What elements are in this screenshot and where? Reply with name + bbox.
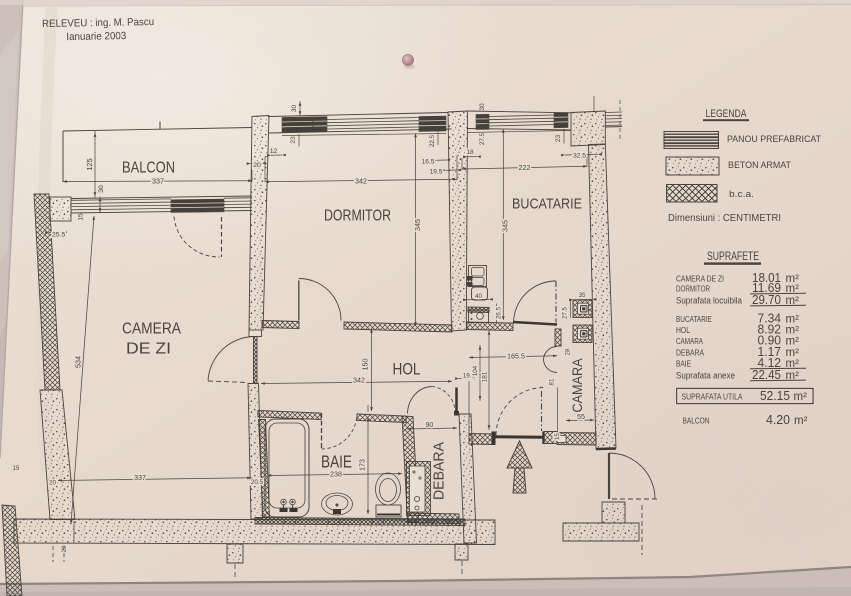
svg-text:222: 222 bbox=[519, 163, 531, 172]
svg-text:m²: m² bbox=[786, 325, 800, 337]
svg-text:BETON ARMAT: BETON ARMAT bbox=[728, 160, 791, 171]
svg-text:BUCATARIE: BUCATARIE bbox=[676, 315, 712, 324]
svg-text:DEBARA: DEBARA bbox=[676, 348, 704, 357]
svg-text:CAMERA: CAMERA bbox=[122, 321, 181, 338]
svg-text:20: 20 bbox=[253, 162, 261, 169]
svg-text:Suprafata anexe: Suprafata anexe bbox=[676, 370, 735, 380]
svg-text:LEGENDA: LEGENDA bbox=[706, 108, 748, 120]
svg-text:8.92: 8.92 bbox=[758, 322, 782, 337]
svg-text:337: 337 bbox=[134, 473, 146, 482]
svg-text:7.34: 7.34 bbox=[758, 311, 782, 326]
svg-text:104: 104 bbox=[472, 365, 479, 376]
svg-text:165.5: 165.5 bbox=[507, 352, 525, 361]
svg-text:Ianuarie 2003: Ianuarie 2003 bbox=[66, 30, 126, 43]
svg-text:337: 337 bbox=[152, 177, 164, 186]
svg-text:30: 30 bbox=[291, 105, 298, 113]
svg-text:BUCATARIE: BUCATARIE bbox=[512, 197, 582, 213]
svg-text:Suprafata locuibila: Suprafata locuibila bbox=[676, 296, 742, 306]
svg-text:m²: m² bbox=[786, 336, 800, 348]
svg-text:PANOU PREFABRICAT: PANOU PREFABRICAT bbox=[727, 134, 821, 145]
svg-text:15: 15 bbox=[554, 433, 561, 440]
svg-text:534: 534 bbox=[74, 356, 83, 368]
svg-text:40: 40 bbox=[475, 293, 483, 300]
svg-text:11.69: 11.69 bbox=[752, 280, 781, 295]
svg-text:28: 28 bbox=[565, 348, 572, 356]
svg-text:m²: m² bbox=[794, 391, 808, 403]
svg-text:BAIE: BAIE bbox=[676, 359, 691, 368]
svg-text:81: 81 bbox=[549, 378, 556, 386]
svg-text:181: 181 bbox=[482, 371, 489, 382]
svg-text:22.45: 22.45 bbox=[752, 367, 781, 382]
svg-text:m²: m² bbox=[786, 370, 800, 382]
svg-text:b.c.a.: b.c.a. bbox=[729, 189, 754, 200]
svg-text:55: 55 bbox=[577, 412, 585, 421]
svg-text:m²: m² bbox=[786, 358, 800, 370]
svg-text:4.12: 4.12 bbox=[758, 355, 782, 370]
svg-text:m²: m² bbox=[786, 314, 800, 326]
svg-text:15: 15 bbox=[78, 213, 85, 221]
svg-text:0.90: 0.90 bbox=[758, 333, 782, 348]
svg-text:DORMITOR: DORMITOR bbox=[324, 208, 391, 225]
svg-text:HOL: HOL bbox=[676, 326, 690, 335]
svg-text:m²: m² bbox=[786, 295, 800, 307]
svg-text:345: 345 bbox=[501, 220, 510, 232]
svg-text:23: 23 bbox=[290, 136, 297, 144]
svg-text:SUPRAFETE: SUPRAFETE bbox=[707, 251, 759, 263]
svg-text:90: 90 bbox=[426, 422, 434, 429]
svg-text:m²: m² bbox=[786, 283, 800, 295]
svg-text:CAMARA: CAMARA bbox=[570, 359, 585, 413]
svg-text:22.5: 22.5 bbox=[429, 134, 436, 147]
svg-text:20.5: 20.5 bbox=[251, 479, 264, 486]
svg-text:342: 342 bbox=[355, 177, 367, 186]
svg-text:DORMITOR: DORMITOR bbox=[676, 285, 710, 294]
svg-text:12: 12 bbox=[270, 148, 278, 155]
svg-text:SUPRAFATA UTILA: SUPRAFATA UTILA bbox=[682, 392, 743, 401]
svg-text:29.70: 29.70 bbox=[752, 292, 781, 307]
svg-text:BALCON: BALCON bbox=[122, 160, 175, 177]
svg-text:BAIE: BAIE bbox=[321, 452, 352, 472]
svg-text:BALCON: BALCON bbox=[683, 416, 710, 425]
svg-text:238: 238 bbox=[330, 470, 342, 479]
svg-text:HOL: HOL bbox=[393, 360, 421, 379]
svg-text:Dimensiuni : CENTIMETRI: Dimensiuni : CENTIMETRI bbox=[668, 213, 781, 224]
svg-text:DE ZI: DE ZI bbox=[126, 341, 171, 358]
svg-text:32.5: 32.5 bbox=[573, 152, 586, 159]
svg-text:27.5: 27.5 bbox=[479, 132, 486, 145]
svg-text:345: 345 bbox=[413, 219, 422, 231]
svg-text:DEBARA: DEBARA bbox=[431, 442, 448, 500]
svg-text:1.17: 1.17 bbox=[758, 344, 782, 359]
svg-text:CAMARA: CAMARA bbox=[676, 337, 703, 346]
svg-text:18: 18 bbox=[466, 149, 474, 156]
svg-text:27.5: 27.5 bbox=[563, 307, 569, 319]
svg-text:m²: m² bbox=[786, 273, 800, 285]
svg-text:52.15: 52.15 bbox=[760, 388, 790, 403]
svg-text:125: 125 bbox=[85, 159, 94, 171]
svg-text:342: 342 bbox=[353, 376, 365, 385]
svg-text:m²: m² bbox=[794, 415, 808, 427]
svg-text:29: 29 bbox=[61, 545, 68, 553]
svg-text:19.5: 19.5 bbox=[463, 373, 476, 380]
svg-text:173: 173 bbox=[358, 459, 367, 471]
svg-text:15: 15 bbox=[13, 466, 20, 472]
svg-text:25.5: 25.5 bbox=[52, 232, 65, 239]
svg-text:30: 30 bbox=[98, 185, 105, 193]
svg-text:RELEVEU : ing. M. Pascu: RELEVEU : ing. M. Pascu bbox=[42, 16, 154, 30]
svg-text:30: 30 bbox=[479, 103, 486, 111]
svg-text:23: 23 bbox=[555, 135, 562, 143]
svg-text:150: 150 bbox=[361, 359, 370, 371]
svg-text:4.20: 4.20 bbox=[766, 412, 790, 427]
svg-text:18.01: 18.01 bbox=[752, 270, 781, 285]
svg-text:16.5: 16.5 bbox=[422, 159, 435, 166]
svg-text:CAMERA DE ZI: CAMERA DE ZI bbox=[676, 275, 724, 284]
svg-text:m²: m² bbox=[786, 347, 800, 359]
svg-text:20: 20 bbox=[49, 480, 57, 487]
svg-text:26.5: 26.5 bbox=[496, 306, 503, 319]
svg-text:19.5: 19.5 bbox=[430, 169, 443, 176]
svg-text:35: 35 bbox=[578, 292, 586, 299]
